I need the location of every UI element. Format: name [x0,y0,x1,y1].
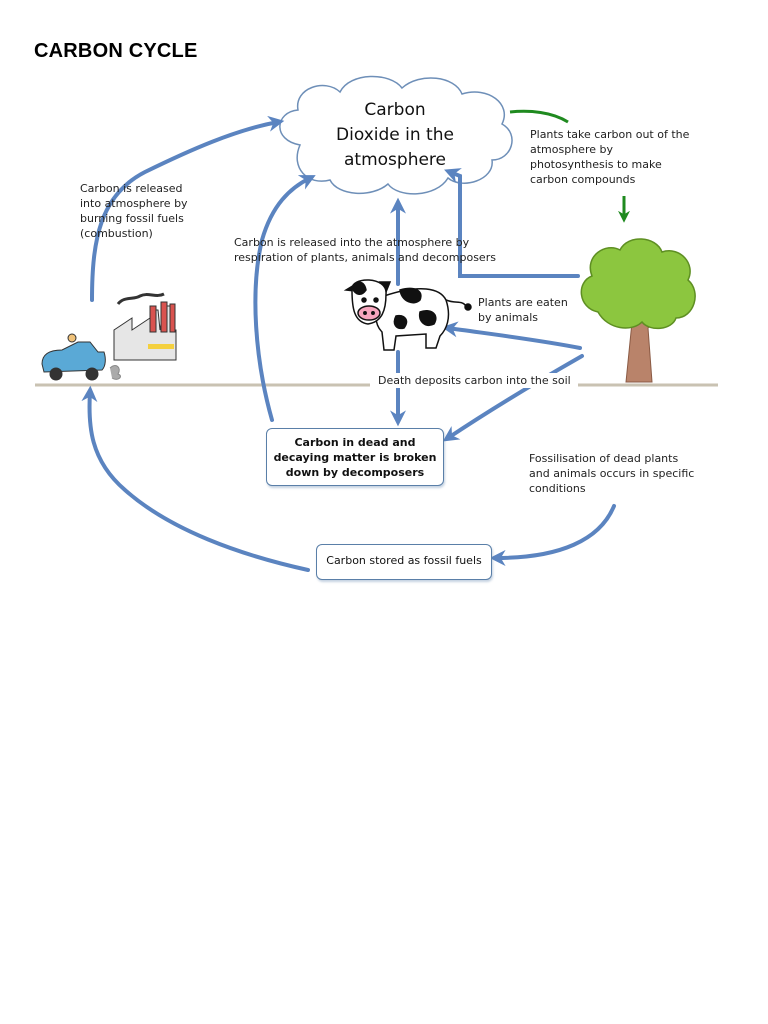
plant-respiration-arrow [444,168,580,278]
decomposer-respiration-arrow [253,175,316,422]
cow-icon [343,279,472,351]
factory-icon [113,292,177,361]
atmosphere-label: Carbon Dioxide in the atmosphere [336,100,454,170]
eaten-arrow [441,321,582,350]
combustion-arrow [90,115,285,302]
eaten-label: Plants are eaten by animals [478,296,568,324]
combustion-label: Carbon is released into atmosphere by bu… [80,182,188,240]
tree-icon [580,238,696,383]
photosynthesis-label: Plants take carbon out of the atmosphere… [530,128,690,186]
fossilisation-label: Fossilisation of dead plants and animals… [529,452,695,495]
fossilisation-arrow [489,504,616,566]
fossil-fuels-box: Carbon stored as fossil fuels [316,544,492,580]
photosynthesis-arrow [509,109,630,223]
respiration-label: Carbon is released into the atmosphere b… [234,236,496,264]
death-label: Death deposits carbon into the soil [374,373,575,388]
page-title: CARBON CYCLE [34,40,198,62]
car-icon [41,333,121,381]
fossil-fuel-arrow [81,385,310,572]
death-arrow-plant [442,354,584,442]
decomposers-box: Carbon in dead and decaying matter is br… [266,428,444,486]
cloud-icon [279,75,513,195]
